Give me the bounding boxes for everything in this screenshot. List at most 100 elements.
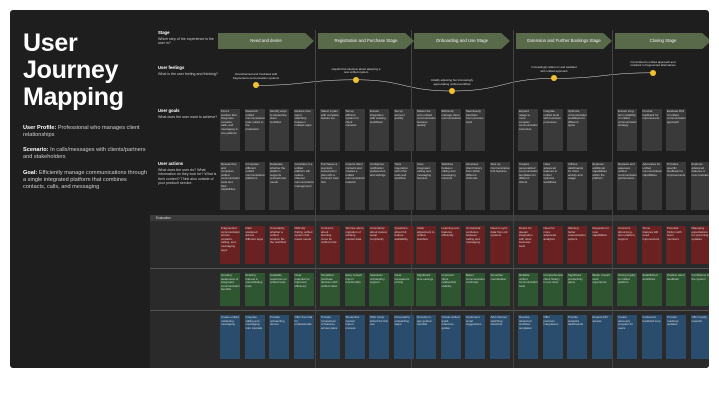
goals-note: Provide feedback for improvement	[641, 109, 662, 151]
problems-note: Need for more advanced analytics	[542, 226, 563, 264]
ideas-note: Provide comparison of features across pl…	[320, 315, 340, 359]
problems-note: Some features still need improvement	[641, 226, 662, 264]
actions-note: Switches between calling and messaging c…	[440, 162, 461, 210]
problems-note: Questions about full feature availabilit…	[393, 226, 414, 264]
ideas-note: Add channel switching shortcuts	[489, 315, 510, 359]
actions-note: Explores advanced features or new module…	[690, 162, 709, 210]
goals-note: Seamlessly transition from previous tool…	[465, 109, 485, 151]
goals-note: Ensure long-term reliability of unified …	[617, 109, 637, 151]
positives-note: Significant time savings	[416, 273, 436, 306]
positives-note: Confidence in the system	[690, 273, 709, 306]
ideas-note: Develop in-app guided tutorials	[416, 315, 436, 359]
positives-note: Better communication continuity	[465, 273, 485, 306]
stage-5: Closing Stage	[615, 33, 709, 49]
problems-note: Concerns about learning curve for unifie…	[320, 226, 340, 264]
emoji-face-icon	[353, 76, 359, 83]
goals-note: Find a solution that integrates contacts…	[220, 109, 240, 151]
goals-note: Integrate unified tools with business pr…	[542, 109, 563, 151]
ideas-note: Create unified marketing messaging	[220, 315, 240, 359]
goals-note: Expand usage to more complex communicati…	[518, 109, 538, 151]
positives-note: Established workflows	[641, 273, 662, 306]
positives-note: Reliable unified communication tools	[518, 273, 538, 306]
actions-note: Considers if a unified platform will red…	[293, 162, 314, 210]
problems-note: Data scattered across different apps	[244, 226, 265, 264]
problems-note: Learning new features efficiently	[440, 226, 461, 264]
feeling-caption: Hopeful but cautious about adopting a ne…	[331, 66, 381, 75]
ideas-note: Expand API access	[591, 315, 612, 359]
problems-note: Managing expectations for upcoming updat…	[690, 226, 709, 264]
actions-note: Reviews and assesses unified communicati…	[617, 162, 637, 210]
stage-2: Registration and Purchase Stage	[318, 33, 414, 49]
positives-note: Clear transparent pricing	[393, 273, 414, 306]
problems-note: Requests for new capabilities	[591, 226, 612, 264]
actions-note: Uses integrated calling and messaging fe…	[416, 162, 436, 210]
actions-note: Researches and compares unified communic…	[220, 162, 240, 210]
ideas-note: Personalize onboarding steps	[393, 315, 414, 359]
positives-note: Existing interest in consolidating tools	[244, 273, 265, 306]
goals-note: Set up account quickly	[393, 109, 414, 151]
positives-note: Positive client feedback	[666, 273, 686, 306]
ideas-note: Create advocacy program for users	[617, 315, 637, 359]
problems-note: Difficulty finding unified system that m…	[293, 226, 314, 264]
positives-note: Clear potential for improved efficiency	[293, 273, 314, 306]
problems-note: Fragmented communication across contacts…	[220, 226, 240, 264]
emoji-face-icon	[449, 88, 455, 94]
evaluation-band: Evaluation	[150, 215, 709, 221]
positives-note: Simplified purchase decision with unifie…	[320, 273, 340, 306]
positives-note: Comprehensive client history in one view	[542, 273, 563, 306]
actions-note: Imports client contacts and creates a un…	[344, 162, 365, 210]
goals-note: Research unified communication tools sui…	[244, 109, 265, 151]
actions-note: Tests integration with other tools and w…	[393, 162, 414, 210]
goals-note: Set up efficient system for client conta…	[344, 109, 365, 151]
positives-note: Smoother coordination	[489, 273, 510, 306]
emoji-face-icon	[551, 75, 557, 82]
problems-note: Worries about migration of existing cont…	[344, 226, 365, 264]
row-divider	[150, 268, 709, 269]
ideas-note: Offer free trial for professionals	[293, 315, 314, 359]
problems-note: Need to sync data from old systems	[489, 226, 510, 264]
actions-note: Sets up communication hub features	[489, 162, 510, 210]
actions-note: Evaluates whether the platform supports …	[269, 162, 289, 210]
page-title: User Journey Mapping	[23, 29, 124, 111]
ideas-note: Implement feedback loop	[641, 315, 662, 359]
user-profile: User Profile: Professional who manages c…	[23, 125, 140, 139]
positives-note: Growing awareness of integrated communic…	[220, 273, 240, 306]
feeling-caption: Committed to unified approach and resist…	[630, 59, 676, 68]
ideas-note: Provide onboarding demos	[269, 315, 289, 359]
positives-note: Available resources on unified tools	[269, 273, 289, 306]
journey-map-board: User Journey Mapping User Profile: Profe…	[10, 10, 709, 368]
problems-note: Concerns about long-term platform suppor…	[617, 226, 637, 264]
goals-note: Master the core unified communication fe…	[416, 109, 436, 151]
actions-note: Advocates for unified communication capa…	[641, 162, 662, 210]
problems-note: Uncertainty about system setup complexit…	[369, 226, 389, 264]
positives-note: Better overall work experience	[591, 273, 612, 306]
feeling-caption: Overwhelmed and frustrated with fragment…	[232, 72, 280, 80]
actions-note: Provides specific feedback for improveme…	[666, 162, 686, 210]
goals-note: Optimize communication workflows for dif…	[567, 109, 587, 151]
goals-note: Evaluate ROI of unified communication ap…	[666, 109, 686, 151]
scenario: Scenario: In calls/messages with clients…	[23, 147, 146, 161]
ideas-note: Integrate calling and messaging intro tu…	[244, 315, 265, 359]
column-divider	[315, 30, 316, 368]
column-divider	[612, 30, 613, 368]
goals-note: Select a plan with complete feature set	[320, 109, 340, 151]
problems-note: Initial adjustment to unified interface	[416, 226, 436, 264]
stage-3: Onboarding and Use Stage	[414, 33, 510, 49]
goals-note: Efficiently manage client communications	[440, 109, 461, 151]
positives-note: Seamless onboarding support	[369, 273, 389, 306]
actions-note: Configures notification preferences and …	[369, 162, 389, 210]
problems-note: Uncertainty whether a unified solution f…	[269, 226, 289, 264]
ideas-note: Offer loyalty rewards	[690, 315, 709, 359]
problems-note: Wanting better customization options	[567, 226, 587, 264]
ideas-note: Provide analytics dashboards	[567, 315, 587, 359]
ideas-note: Create unified quick-reference guides	[440, 315, 461, 359]
stage-4: Extension and Further Bookings Stage	[516, 33, 612, 49]
actions-note: Creates personalized communication templ…	[518, 162, 538, 210]
actions-note: Accesses client history from within diff…	[465, 162, 485, 210]
positives-note: Improved client relationship visibility	[440, 273, 461, 306]
positives-note: Significant productivity gains	[567, 273, 587, 306]
